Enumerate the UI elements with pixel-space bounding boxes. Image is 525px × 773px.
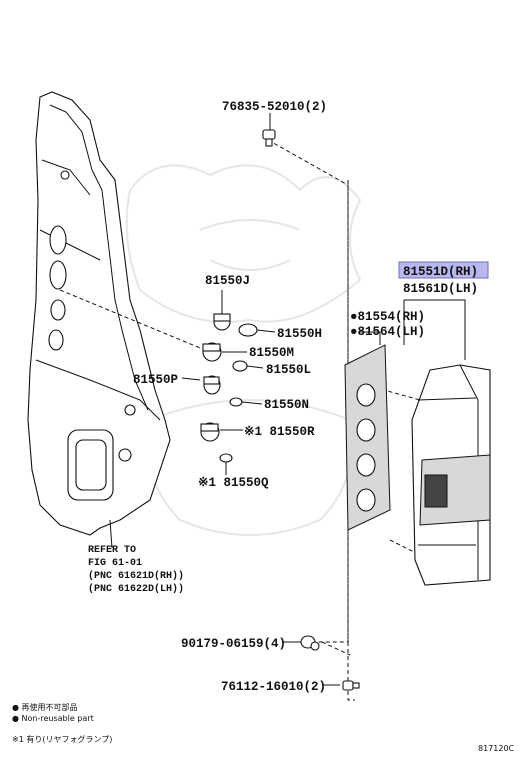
bulb-81550n-drawing (229, 397, 263, 407)
bulb-81550h-drawing (238, 323, 276, 337)
legend-non-reusable-en: ● Non-reusable part (12, 714, 94, 723)
label-81550l[interactable]: 81550L (266, 363, 311, 377)
gasket-81554-drawing (344, 331, 391, 531)
label-81550p[interactable]: 81550P (133, 373, 178, 387)
watermark-emblem (125, 164, 362, 536)
legend: ● 再使用不可部品 ● Non-reusable part ※1 有り(リヤフォ… (12, 702, 112, 744)
label-81550r[interactable]: ※1 81550R (244, 424, 315, 439)
label-81550h[interactable]: 81550H (277, 327, 322, 341)
label-76835-52010[interactable]: 76835-52010(2) (222, 100, 327, 114)
socket-81550j-drawing (213, 290, 231, 331)
socket-81550m-drawing (202, 342, 247, 362)
refer-line-2: FIG 61-01 (88, 558, 142, 569)
label-81561d-lh[interactable]: 81561D(LH) (403, 282, 478, 296)
figure-code: 817120C (478, 744, 515, 753)
screw-76112-drawing (322, 680, 360, 691)
label-81554-rh[interactable]: ●81554(RH) (350, 310, 425, 324)
bulb-81550l-drawing (232, 360, 264, 372)
refer-line-1: REFER TO (88, 545, 136, 556)
socket-81550r-drawing (200, 422, 243, 442)
socket-81550p-drawing (181, 375, 221, 395)
nut-90179-drawing (282, 635, 320, 651)
bulb-81550q-drawing (219, 453, 233, 475)
refer-to-note: REFER TO FIG 61-01 (PNC 61621D(RH)) (PNC… (88, 545, 184, 595)
label-76112-16010[interactable]: 76112-16010(2) (221, 680, 326, 694)
label-81550n[interactable]: 81550N (264, 398, 309, 412)
label-90179-06159[interactable]: 90179-06159(4) (181, 637, 286, 651)
legend-non-reusable-jp: ● 再使用不可部品 (12, 702, 78, 712)
label-81564-lh[interactable]: ●81564(LH) (350, 325, 425, 339)
refer-line-3: (PNC 61621D(RH)) (88, 570, 184, 582)
body-panel-drawing (27, 91, 171, 549)
tail-lamp-81551d-drawing (403, 299, 491, 586)
legend-note-1: ※1 有り(リヤフォグランプ) (12, 734, 112, 744)
label-81551d-rh[interactable]: 81551D(RH) (403, 265, 478, 279)
label-81550q[interactable]: ※1 81550Q (198, 475, 269, 490)
highlight-81551d (398, 261, 489, 279)
screw-76835-drawing (262, 113, 276, 147)
label-81550j[interactable]: 81550J (205, 274, 250, 288)
label-81550m[interactable]: 81550M (249, 346, 294, 360)
refer-line-4: (PNC 61622D(LH)) (88, 583, 184, 595)
